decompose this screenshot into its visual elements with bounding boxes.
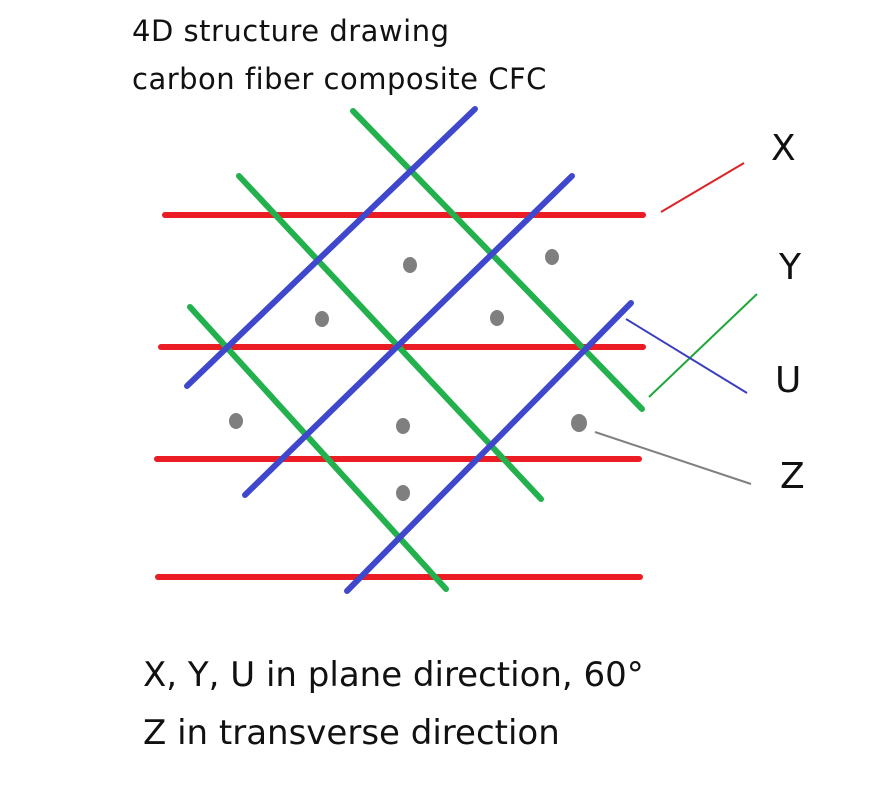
legend-label-z: Z (780, 456, 805, 497)
z-fiber-dot (396, 418, 410, 434)
diagram-title-line-1: 4D structure drawing (132, 14, 450, 48)
y-leader-line (648, 293, 758, 398)
x-leader-line (660, 162, 745, 213)
legend-label-y: Y (778, 247, 802, 288)
legend-label-u: U (775, 360, 801, 401)
u-fibers (184, 106, 634, 594)
u-leader-line (625, 318, 748, 394)
caption-line-2: Z in transverse direction (143, 713, 560, 753)
diagram-title-line-2: carbon fiber composite CFC (132, 62, 547, 96)
caption-line-1: X, Y, U in plane direction, 60° (143, 655, 644, 695)
z-fiber-dot (403, 257, 417, 273)
u-fiber-line (242, 173, 575, 498)
legend-label-x: X (771, 128, 796, 169)
z-fiber-dot (490, 310, 504, 326)
u-fiber-line (184, 106, 478, 389)
y-fiber-line (187, 304, 449, 592)
z-leader-line (594, 431, 752, 485)
y-fiber-line (350, 108, 645, 412)
z-fiber-dot (545, 249, 559, 265)
z-fiber-dot (571, 414, 587, 432)
x-fibers (154, 212, 646, 580)
z-fibers (229, 249, 587, 501)
y-fiber-line (236, 173, 544, 502)
z-fiber-dot (315, 311, 329, 327)
z-fiber-dot (396, 485, 410, 501)
legend-leaders (594, 162, 758, 485)
u-fiber-line (344, 300, 634, 594)
z-fiber-dot (229, 413, 243, 429)
